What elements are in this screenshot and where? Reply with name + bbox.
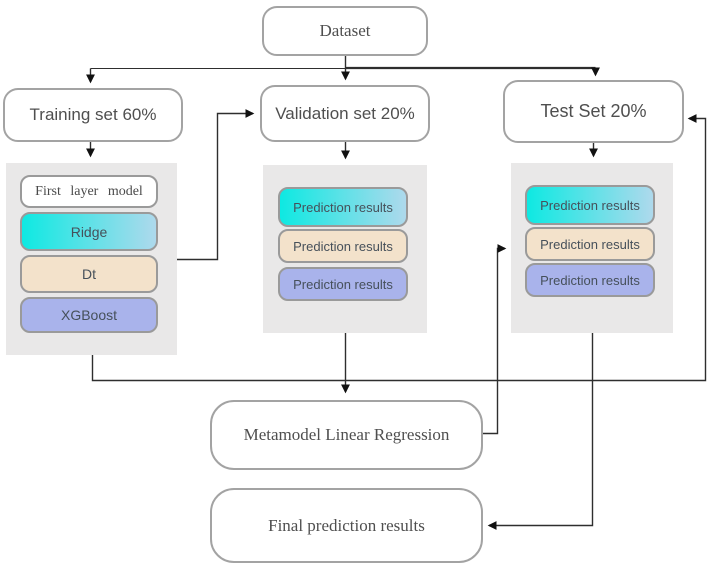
validation-prediction-2: Prediction results (278, 229, 408, 263)
model-xgboost: XGBoost (20, 297, 158, 333)
test-prediction-3: Prediction results (525, 263, 655, 297)
test-set-node: Test Set 20% (503, 80, 684, 143)
metamodel-node: Metamodel Linear Regression (210, 400, 483, 470)
test-prediction-2: Prediction results (525, 227, 655, 261)
training-set-node: Training set 60% (3, 88, 183, 142)
validation-set-node: Validation set 20% (260, 85, 430, 142)
validation-prediction-3: Prediction results (278, 267, 408, 301)
dataset-node: Dataset (262, 6, 428, 56)
final-results-node: Final prediction results (210, 488, 483, 563)
first-layer-model-label: First layer model (20, 175, 158, 208)
model-ridge: Ridge (20, 212, 158, 251)
test-prediction-1: Prediction results (525, 185, 655, 225)
model-dt: Dt (20, 255, 158, 293)
validation-prediction-1: Prediction results (278, 187, 408, 227)
